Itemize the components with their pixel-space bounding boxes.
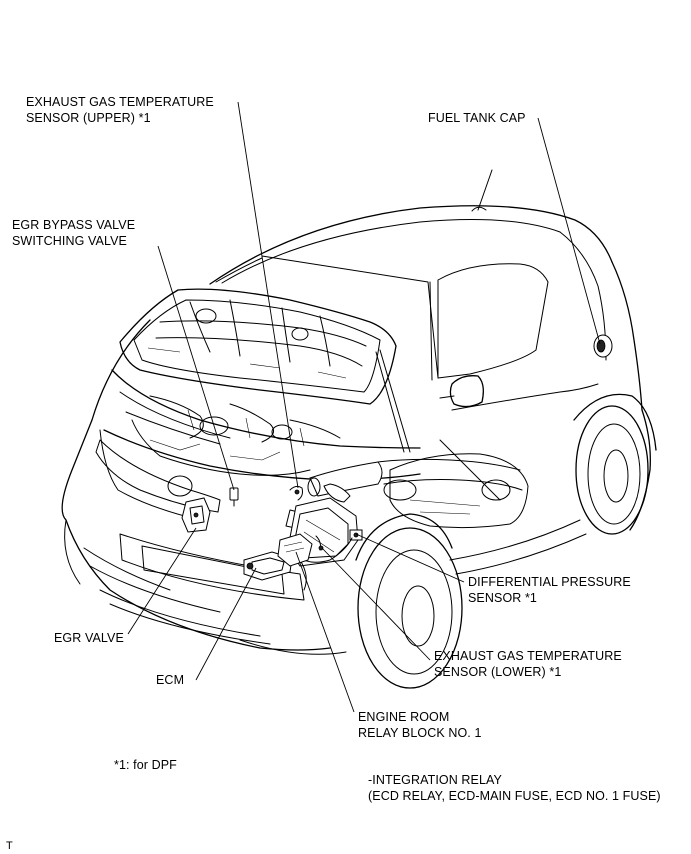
engine-compartment [103,369,421,533]
label-line: EXHAUST GAS TEMPERATURE [434,649,622,663]
label-line: FUEL TANK CAP [428,111,526,125]
fuel-tank-cap-part [593,334,613,358]
label-line: SWITCHING VALVE [12,234,127,248]
corner-mark: T [6,838,13,854]
label-fuel-tank-cap: FUEL TANK CAP [428,110,526,126]
label-line: (ECD RELAY, ECD-MAIN FUSE, ECD NO. 1 FUS… [368,789,661,803]
label-line: ECM [156,673,185,687]
exhaust-assembly [287,453,529,591]
label-line: RELAY BLOCK NO. 1 [358,726,482,740]
leader-lines [127,101,601,713]
label-line: EGR VALVE [54,631,124,645]
label-line: SENSOR *1 [468,591,537,605]
label-line: DIFFERENTIAL PRESSURE [468,575,631,589]
label-engine-room-relay-block: ENGINE ROOM RELAY BLOCK NO. 1 [358,709,482,741]
exhaust-lower-sensor-part [315,535,324,551]
ecm-relay-area [243,533,313,581]
label-egr-valve: EGR VALVE [54,630,124,646]
antenna [471,169,493,212]
open-hood [119,288,411,453]
corner-mark-text: T [6,840,13,852]
car-body [61,205,657,689]
label-line: SENSOR (LOWER) *1 [434,665,562,679]
footnote-text: *1: for DPF [114,758,177,772]
label-line: EGR BYPASS VALVE [12,218,136,232]
exhaust-upper-sensor-part [289,485,303,501]
label-exhaust-gas-temperature-sensor-lower: EXHAUST GAS TEMPERATURE SENSOR (LOWER) *… [434,648,622,680]
label-ecm: ECM [156,672,184,688]
footnote: *1: for DPF [114,757,177,773]
label-line: EXHAUST GAS TEMPERATURE [26,95,214,109]
label-exhaust-gas-temperature-sensor-upper: EXHAUST GAS TEMPERATURE SENSOR (UPPER) *… [26,94,214,126]
label-line: -INTEGRATION RELAY [368,773,502,787]
label-line: ENGINE ROOM [358,710,450,724]
label-differential-pressure-sensor: DIFFERENTIAL PRESSURE SENSOR *1 [468,574,631,606]
label-integration-relay: -INTEGRATION RELAY (ECD RELAY, ECD-MAIN … [368,772,661,804]
label-line: SENSOR (UPPER) *1 [26,111,151,125]
egr-valve-part [181,497,211,533]
label-egr-bypass-valve-switching-valve: EGR BYPASS VALVE SWITCHING VALVE [12,217,135,249]
egr-bypass-valve-part [229,487,239,507]
